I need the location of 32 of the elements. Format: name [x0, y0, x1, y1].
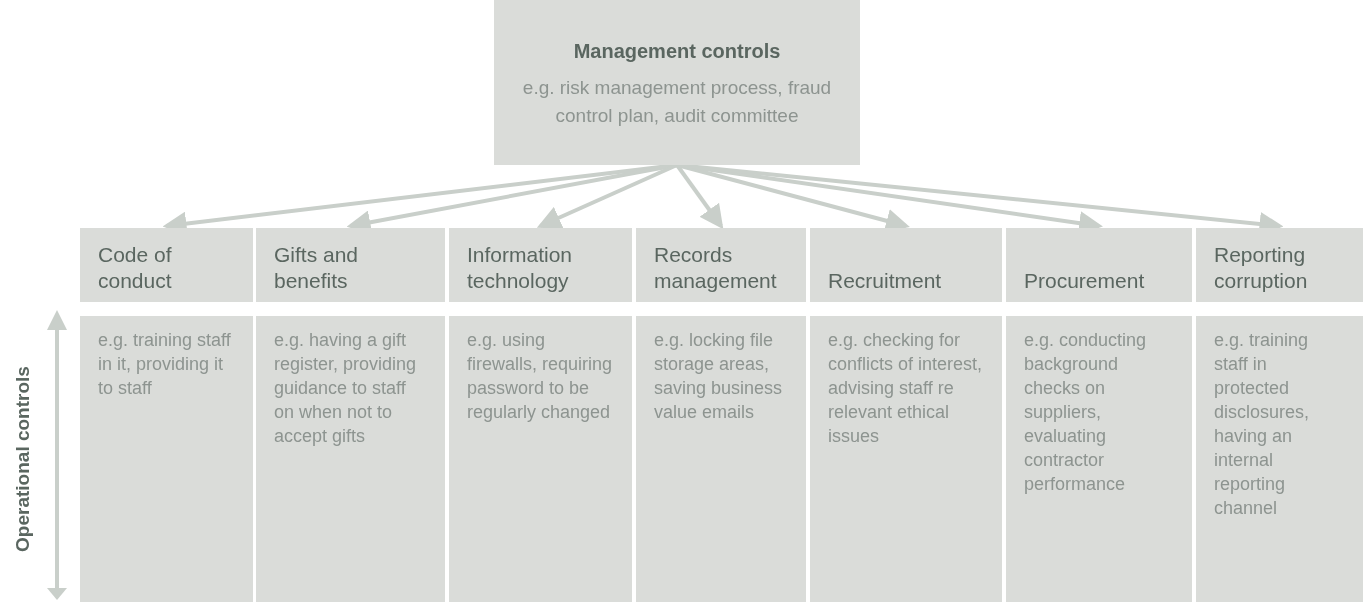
example-box [810, 316, 1002, 602]
category-title: Gifts and benefits [274, 242, 360, 294]
example-box [256, 316, 445, 602]
axis-label: Operational controls [11, 365, 34, 554]
category-title: Code of conduct [98, 242, 173, 294]
category-title: Recruitment [828, 268, 942, 294]
category-box [636, 228, 806, 302]
example-text: e.g. training staff in protected disclosures, having an internal reporting channel [1214, 329, 1311, 520]
category-box [810, 228, 1002, 302]
example-box [449, 316, 632, 602]
example-box [636, 316, 806, 602]
category-box [449, 228, 632, 302]
box-description: e.g. risk management process, fraud control plan, audit committee [521, 76, 833, 128]
category-box [256, 228, 445, 302]
category-box [80, 228, 253, 302]
category-title: Records management [654, 242, 778, 294]
category-box [1196, 228, 1363, 302]
management-box [494, 0, 860, 165]
box-title: Management controls [573, 39, 781, 64]
example-text: e.g. checking for conflicts of interest, advising staff re relevant ethical issues [828, 329, 984, 448]
example-box [80, 316, 253, 602]
example-text: e.g. locking file storage areas, saving business value emails [654, 329, 784, 424]
example-box [1006, 316, 1192, 602]
example-text: e.g. using firewalls, requiring password to be regularly changed [467, 329, 614, 424]
example-text: e.g. having a gift register, providing guidance to staff on when not to accept gifts [274, 329, 418, 448]
example-text: e.g. conducting background checks on suppliers, evaluating contractor performance [1024, 329, 1148, 496]
example-text: e.g. training staff in it, providing it to staff [98, 329, 232, 400]
category-box [1006, 228, 1192, 302]
category-title: Reporting corruption [1214, 242, 1309, 294]
category-title: Procurement [1024, 268, 1145, 294]
category-title: Information technology [467, 242, 574, 294]
example-box [1196, 316, 1363, 602]
